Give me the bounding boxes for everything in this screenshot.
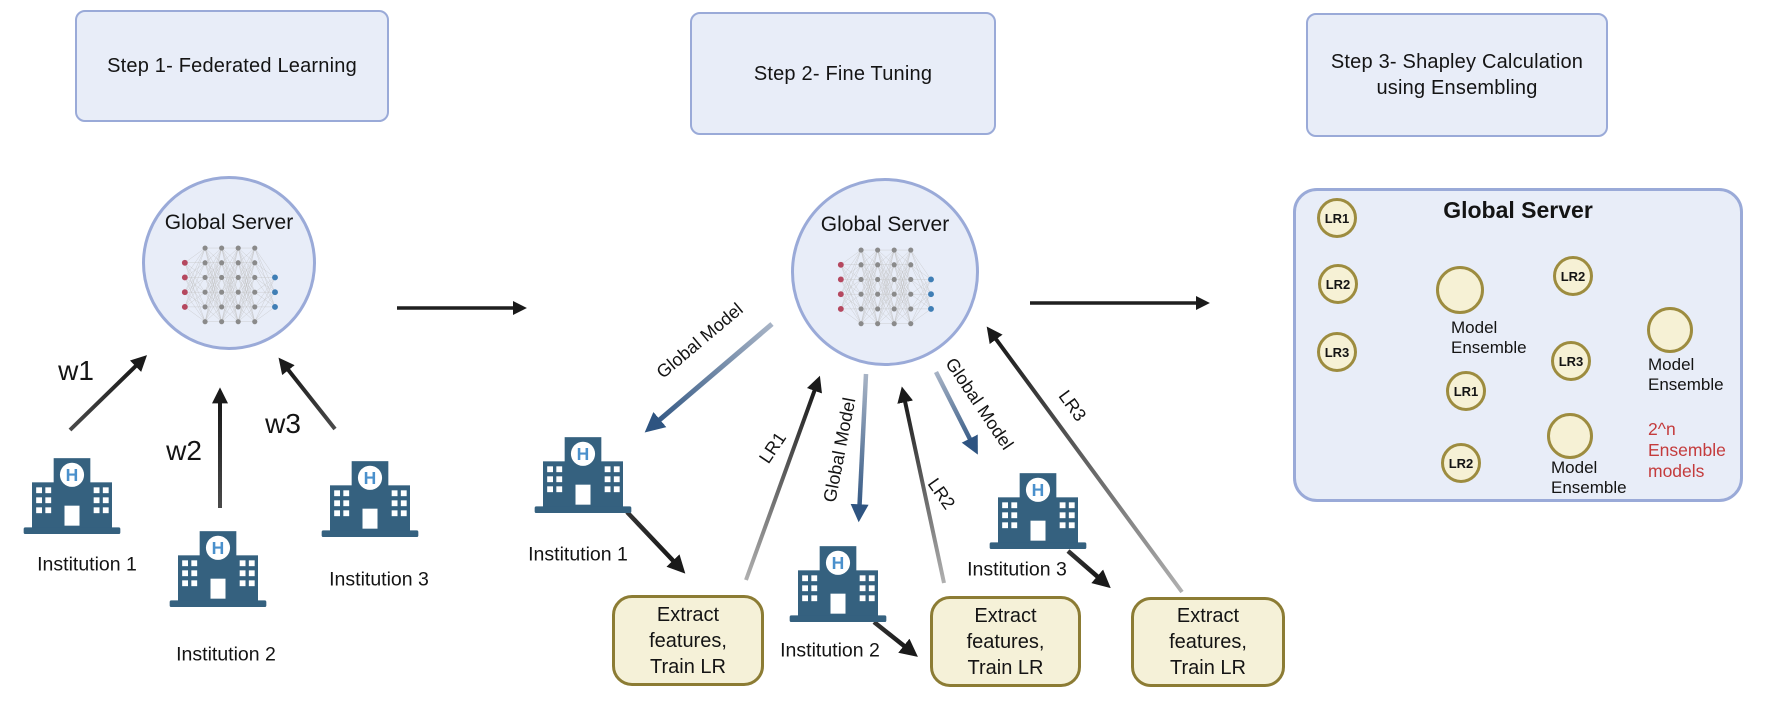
weight-label-w3: w3: [265, 408, 301, 439]
svg-text:H: H: [577, 444, 590, 464]
arrow-connector: [1066, 549, 1111, 589]
lr2-node: LR2: [1553, 256, 1593, 296]
global-server-circle-step2: Global Server: [791, 178, 979, 366]
hospital-icon: H: [788, 541, 888, 623]
step2-title-box: Step 2- Fine Tuning: [690, 12, 996, 135]
neural-network-icon: [177, 237, 281, 329]
model-ensemble-label-3: Model Ensemble: [1551, 458, 1627, 497]
extract-features-text: Extract features, Train LR: [649, 603, 727, 678]
hospital-icon: H: [22, 453, 122, 535]
step2-title: Step 2- Fine Tuning: [753, 62, 933, 85]
institution-2-label-step1: Institution 2: [176, 643, 276, 666]
hospital-icon: H: [988, 468, 1088, 550]
arrow-connector: [986, 326, 1184, 594]
lr3-node: LR3: [1551, 341, 1591, 381]
arrow-connector: [872, 620, 918, 657]
model-ensemble-circle-1: [1436, 266, 1484, 314]
arrow-connector: [625, 510, 686, 574]
institution-3-label-step1: Institution 3: [329, 568, 429, 591]
extract-features-box-3: Extract features, Train LR: [1131, 597, 1285, 687]
institution-3-label-step2: Institution 3: [967, 558, 1067, 581]
arrow-connector: [644, 322, 774, 433]
model-ensemble-circle-3: [1547, 413, 1593, 459]
step1-title-box: Step 1- Federated Learning: [75, 10, 389, 122]
neural-network-icon: [833, 239, 937, 331]
arrow-connector: [850, 373, 869, 523]
step1-title: Step 1- Federated Learning: [107, 55, 357, 77]
model-ensemble-label-2: Model Ensemble: [1648, 355, 1724, 394]
weight-label-w1: w1: [58, 355, 94, 386]
lr1-node: LR1: [1317, 198, 1357, 238]
svg-text:H: H: [212, 538, 225, 558]
extract-features-text: Extract features, Train LR: [966, 604, 1045, 679]
arrow-connector: [744, 375, 822, 581]
lr2-node: LR2: [1441, 443, 1481, 483]
ensemble-count-note: 2^n Ensemble models: [1648, 419, 1726, 481]
arrow-connector: [68, 355, 148, 432]
global-server-label: Global Server: [164, 211, 294, 234]
extract-features-text: Extract features, Train LR: [1169, 605, 1247, 679]
weight-label-w2: w2: [166, 435, 202, 466]
step3-title-box: Step 3- Shapley Calculation using Ensemb…: [1306, 13, 1608, 137]
lr2-node: LR2: [1318, 264, 1358, 304]
hospital-icon: H: [533, 432, 633, 514]
lr3-node: LR3: [1317, 332, 1357, 372]
extract-features-box-1: Extract features, Train LR: [612, 595, 764, 686]
hospital-icon: H: [320, 456, 420, 538]
model-ensemble-circle-2: [1647, 307, 1693, 353]
step3-title: Step 3- Shapley Calculation using Ensemb…: [1330, 51, 1584, 99]
model-ensemble-label-1: Model Ensemble: [1451, 318, 1527, 357]
arrow-connector: [933, 370, 978, 455]
svg-text:H: H: [1032, 480, 1045, 500]
svg-text:H: H: [66, 465, 79, 485]
lr1-node: LR1: [1446, 371, 1486, 411]
global-server-label: Global Server: [820, 213, 950, 236]
global-server-label: Global Server: [1443, 197, 1593, 223]
arrow-connector: [897, 386, 946, 584]
global-server-panel-step3: Global Server LR1 LR2 LR3 Model Ensemble…: [1293, 188, 1743, 502]
svg-text:H: H: [364, 468, 377, 488]
institution-2-label-step2: Institution 2: [780, 639, 880, 662]
institution-1-label-step1: Institution 1: [37, 553, 137, 576]
extract-features-box-2: Extract features, Train LR: [930, 596, 1081, 687]
global-server-circle-step1: Global Server: [142, 176, 316, 350]
institution-1-label-step2: Institution 1: [528, 543, 628, 566]
svg-text:H: H: [832, 553, 845, 573]
arrow-connector: [278, 357, 337, 431]
hospital-icon: H: [168, 526, 268, 608]
